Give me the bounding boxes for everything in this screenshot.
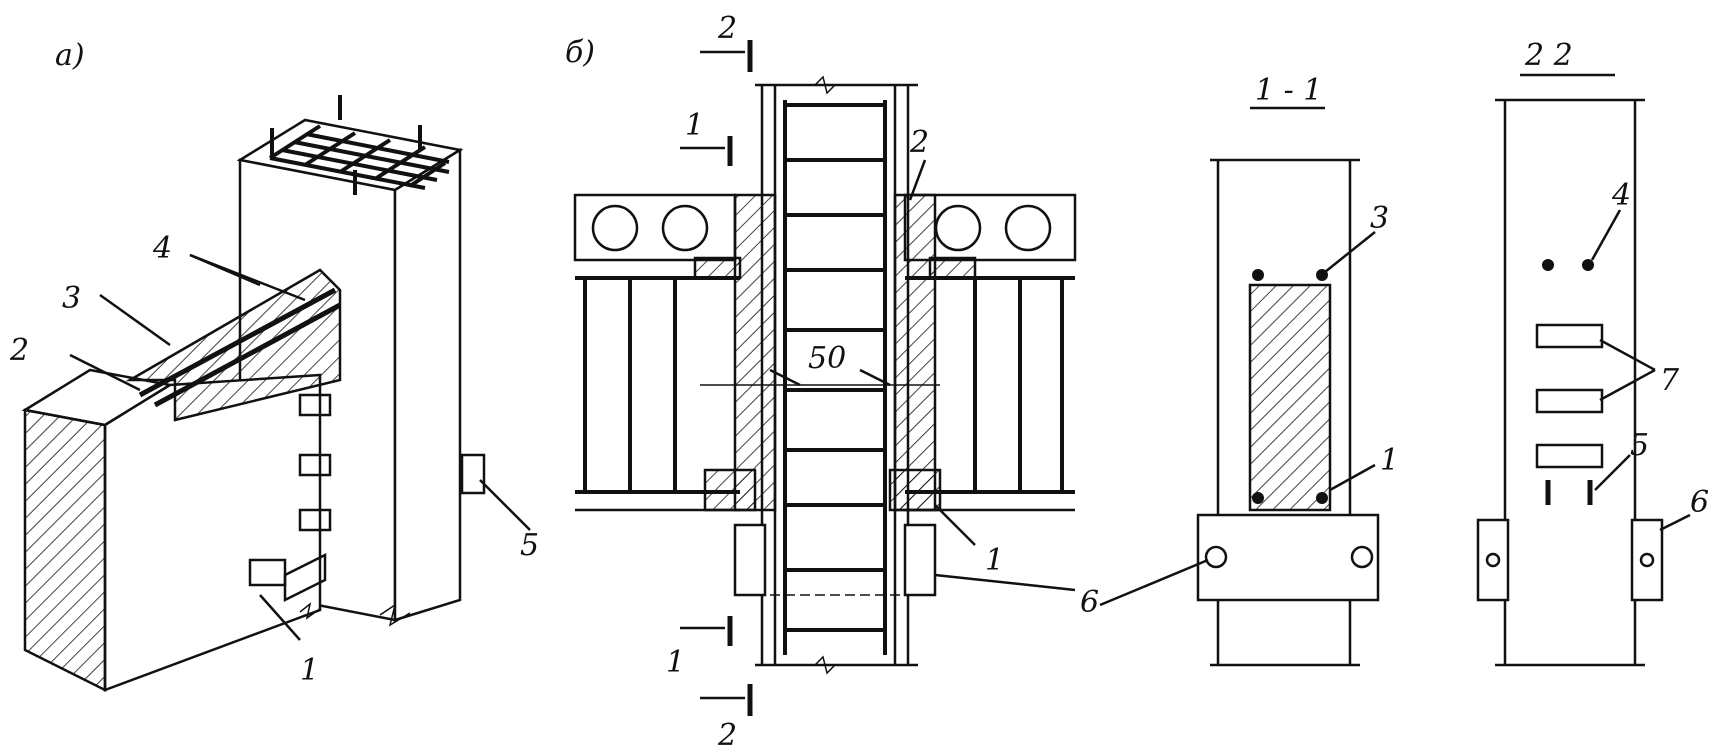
rebar-3 [138, 287, 337, 398]
panel-break-line [299, 602, 322, 620]
callout-s11-1: 1 [1380, 443, 1399, 478]
s11-rebar-dot [1316, 492, 1328, 504]
pad-left-bottom [703, 468, 757, 512]
s11-bracket [1196, 513, 1380, 602]
view-b-elevation: б) [565, 11, 1099, 753]
s22-bracket-left [1476, 518, 1510, 602]
s22-plate-7 [1535, 388, 1604, 414]
pad-right-top [928, 256, 977, 280]
panel-front-face [103, 373, 322, 692]
view-a-label: а) [55, 38, 85, 73]
column-b-rebar [783, 100, 887, 655]
pad-right-bottom [888, 468, 942, 512]
pad-left-top [693, 256, 742, 280]
callout-a-1: 1 [300, 653, 319, 688]
callout-a-3: 3 [62, 281, 81, 316]
callout-b-6: 6 [1080, 585, 1099, 620]
dim-leader-left [769, 368, 801, 387]
callout-a-2: 2 [9, 333, 29, 368]
s11-rebar-dot [1252, 269, 1264, 281]
slab-void [1004, 204, 1052, 252]
callout-a-4: 4 [152, 231, 172, 266]
slab-void [591, 204, 639, 252]
grout-right [893, 193, 937, 512]
column-rebar-grid [268, 95, 450, 195]
rebar-4 [153, 302, 342, 408]
dim-leader-right [859, 368, 891, 387]
view-a-leaders [69, 253, 531, 641]
slab-left [573, 193, 737, 262]
s22-rebar-dot [1582, 259, 1594, 271]
column-side-face [393, 147, 462, 622]
callout-s22-6: 6 [1690, 485, 1709, 520]
cut-bottom-1: 1 [666, 645, 685, 680]
wall-panel [21, 268, 486, 693]
s11-leaders [1099, 231, 1376, 607]
section-1-1: 1 - 1 3 1 [1099, 73, 1399, 667]
dimension-50: 50 [808, 341, 846, 376]
grout-left [733, 193, 777, 512]
s22-rebar-dot [1542, 259, 1554, 271]
cut-marks: 2 1 1 2 [666, 11, 753, 753]
s22-bracket-right [1630, 518, 1664, 602]
embedded-plates [248, 393, 332, 603]
section-1-1-title: 1 - 1 [1255, 73, 1322, 108]
cut-top-2: 2 [717, 11, 737, 46]
section-2-2: 2 2 4 7 5 6 [1476, 38, 1709, 667]
callout-b-2: 2 [909, 125, 929, 160]
view-b-leaders [908, 159, 1076, 592]
cut-top-1: 1 [685, 108, 704, 143]
callout-a-5: 5 [520, 528, 539, 563]
s11-bolt-hole [1350, 545, 1374, 569]
callout-b-1: 1 [985, 543, 1004, 578]
s22-leaders [1590, 209, 1691, 532]
s11-bolt-hole [1204, 545, 1228, 569]
plate-5 [460, 453, 486, 495]
column-break-line [379, 603, 411, 627]
callout-s22-4: 4 [1611, 178, 1631, 213]
view-a-isometric: а) [9, 38, 539, 693]
s11-rebar-dot [1252, 492, 1264, 504]
section-2-2-title: 2 2 [1524, 38, 1573, 73]
bracket-left [733, 523, 767, 597]
s22-bolt-hole [1639, 552, 1655, 568]
callout-s22-5: 5 [1630, 428, 1649, 463]
s22-plate-7 [1535, 323, 1604, 349]
callout-s11-3: 3 [1370, 201, 1389, 236]
slab-void [661, 204, 709, 252]
beam-stirrups [583, 278, 1064, 492]
bracket-right [903, 523, 937, 597]
cut-bottom-2: 2 [717, 718, 737, 753]
panel-cut-face [23, 408, 107, 693]
s22-bolt-hole [1485, 552, 1501, 568]
view-b-label: б) [565, 35, 595, 70]
s22-plate-7 [1535, 443, 1604, 469]
callout-s22-7: 7 [1660, 363, 1680, 398]
s11-panel [1248, 283, 1332, 512]
